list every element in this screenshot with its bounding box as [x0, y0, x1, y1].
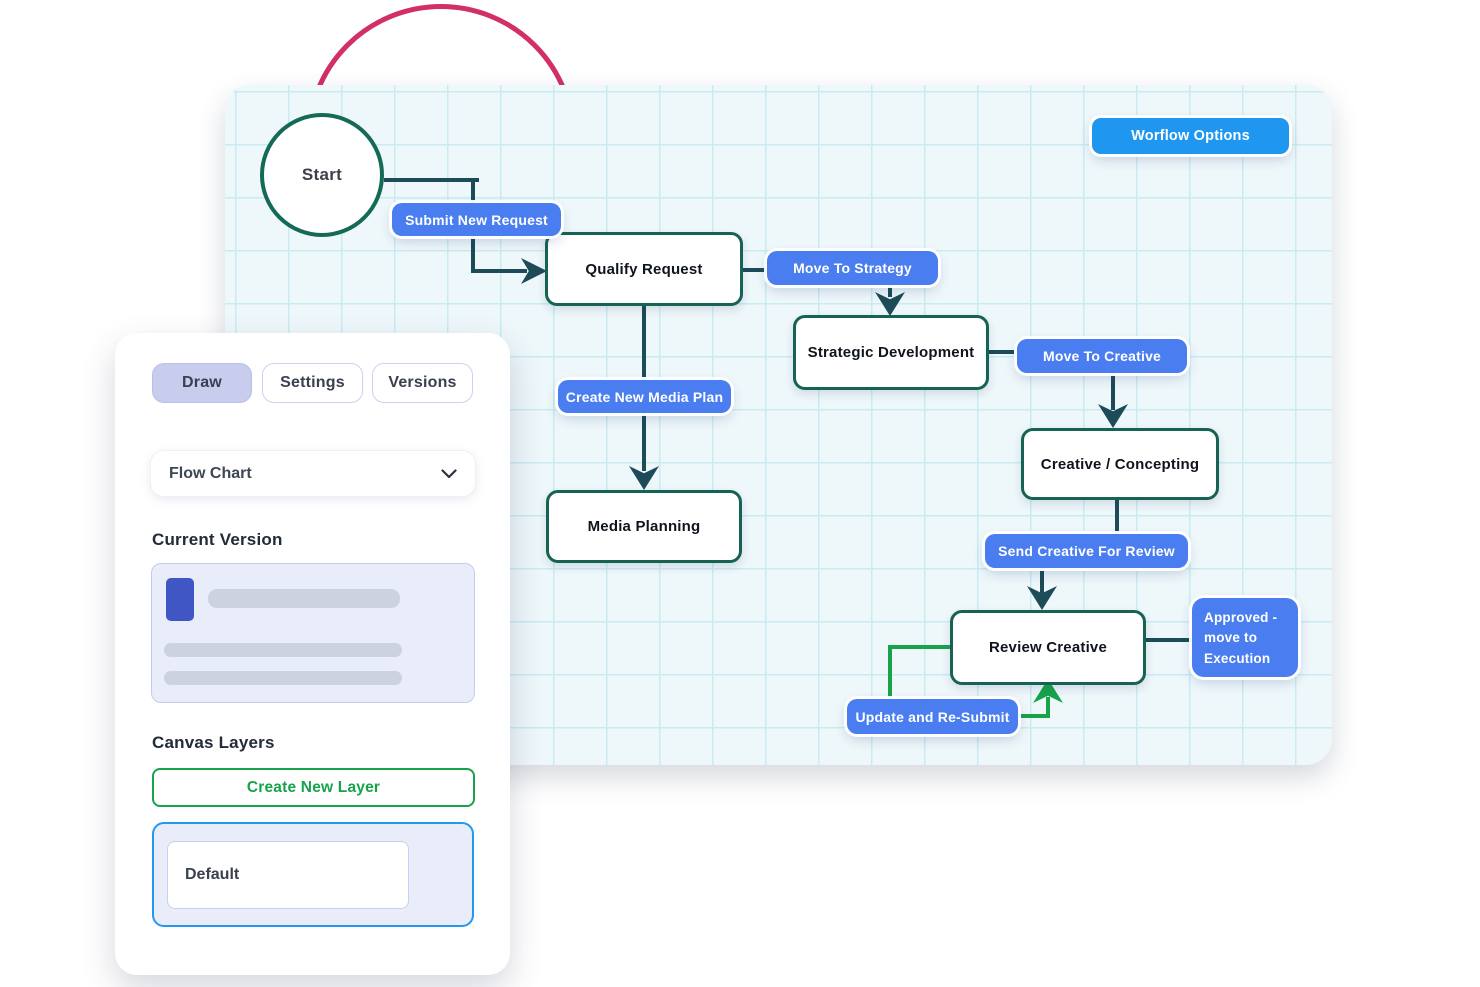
- version-thumbnail: [166, 578, 194, 621]
- node-start[interactable]: Start: [260, 113, 384, 237]
- tab-draw[interactable]: Draw: [152, 363, 252, 403]
- action-create-new-media-plan[interactable]: Create New Media Plan: [558, 380, 731, 413]
- node-strategic-development[interactable]: Strategic Development: [793, 315, 989, 390]
- tab-versions[interactable]: Versions: [372, 363, 473, 403]
- layer-item-default[interactable]: Default: [152, 822, 474, 927]
- chevron-down-icon: [441, 468, 457, 479]
- node-review-creative[interactable]: Review Creative: [950, 610, 1146, 685]
- diagram-type-value: Flow Chart: [169, 464, 252, 482]
- connector-update-review: [1018, 714, 1050, 718]
- tab-settings[interactable]: Settings: [262, 363, 363, 403]
- connector-start-qualify: [471, 269, 527, 273]
- current-version-card[interactable]: [151, 563, 475, 703]
- action-approved-move-to-execution[interactable]: Approved - move to Execution: [1192, 598, 1298, 677]
- current-version-heading: Current Version: [152, 530, 283, 549]
- placeholder-bar: [164, 643, 402, 657]
- create-new-layer-button[interactable]: Create New Layer: [152, 768, 475, 807]
- node-media-planning[interactable]: Media Planning: [546, 490, 742, 563]
- connector-review-approved: [1144, 638, 1192, 642]
- connector-qualify-strategy: [741, 268, 771, 272]
- workflow-options-button[interactable]: Worflow Options: [1092, 118, 1289, 154]
- canvas-layers-heading: Canvas Layers: [152, 733, 275, 752]
- action-move-to-strategy[interactable]: Move To Strategy: [767, 251, 938, 285]
- connector-update-review: [1046, 697, 1050, 717]
- tool-panel: Draw Settings Versions Flow Chart Curren…: [115, 333, 510, 975]
- placeholder-bar: [164, 671, 402, 685]
- connector-start-qualify: [384, 178, 479, 182]
- node-creative-concepting[interactable]: Creative / Concepting: [1021, 428, 1219, 500]
- connector-review-update: [888, 645, 950, 649]
- connector-dev-creative: [987, 350, 1019, 354]
- action-update-and-resubmit[interactable]: Update and Re-Submit: [847, 699, 1018, 734]
- connector-send-review: [1040, 567, 1044, 593]
- connector-strategy-dev: [888, 283, 892, 297]
- placeholder-bar: [208, 589, 400, 608]
- connector-review-update: [888, 645, 892, 699]
- connector-creative: [1111, 372, 1115, 410]
- diagram-type-dropdown[interactable]: Flow Chart: [150, 450, 476, 497]
- node-qualify-request[interactable]: Qualify Request: [545, 232, 743, 306]
- action-move-to-creative[interactable]: Move To Creative: [1017, 339, 1187, 373]
- action-submit-new-request[interactable]: Submit New Request: [392, 203, 561, 236]
- connector-send-review: [1115, 500, 1119, 536]
- action-send-creative-for-review[interactable]: Send Creative For Review: [985, 534, 1188, 568]
- layer-name: Default: [167, 841, 409, 909]
